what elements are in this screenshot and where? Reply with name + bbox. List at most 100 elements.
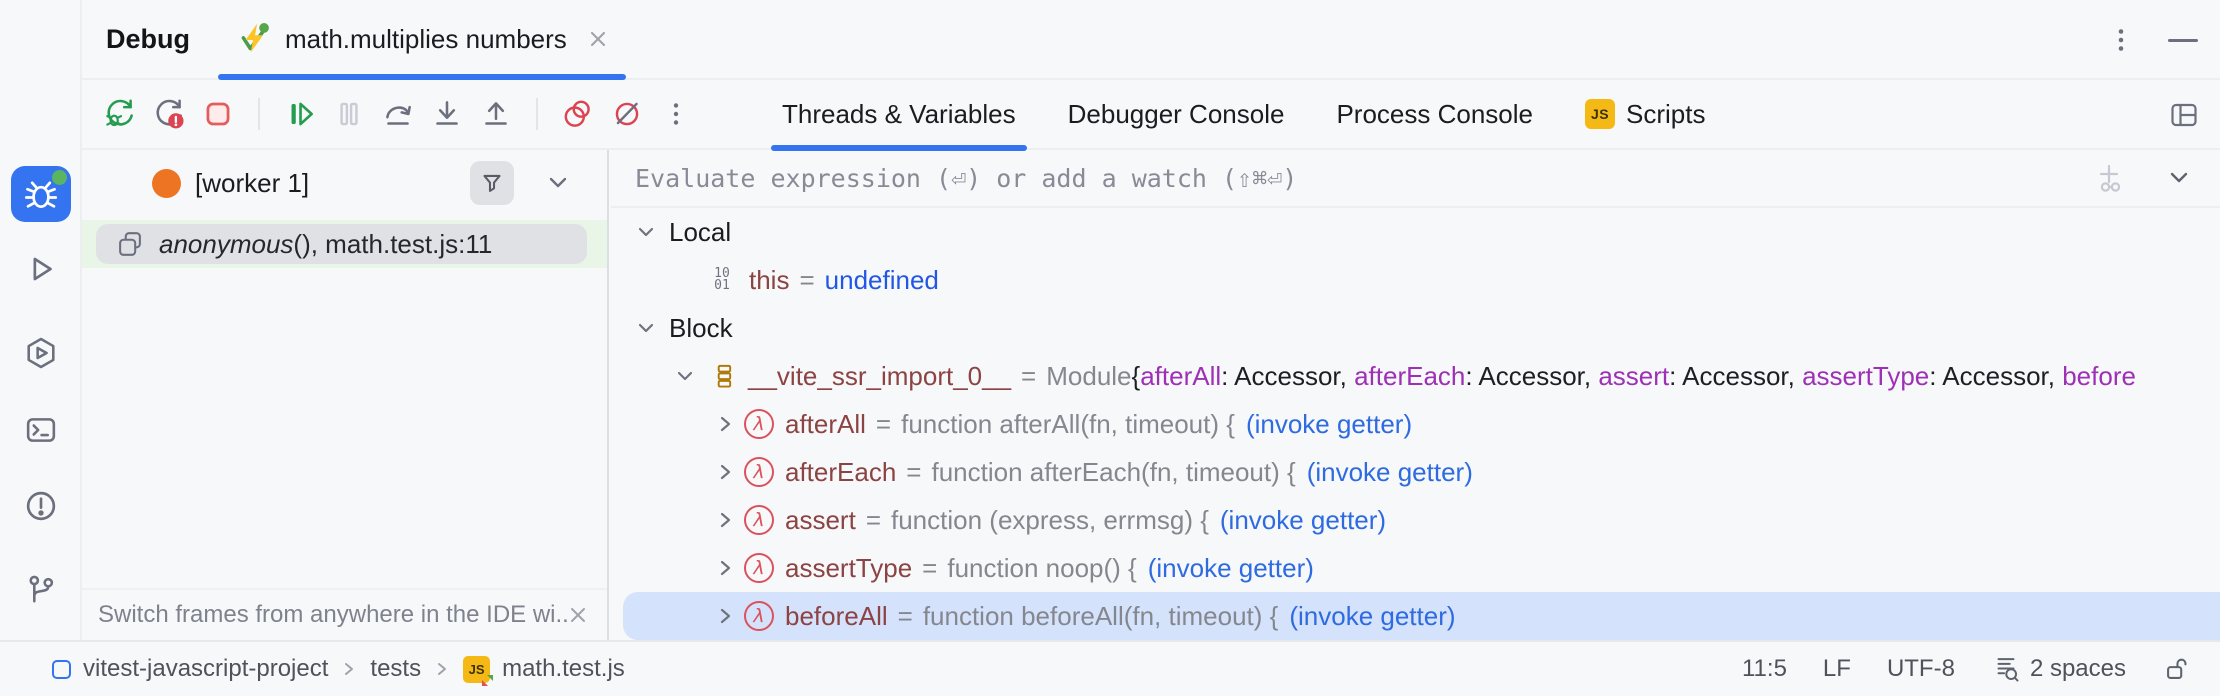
status-bar: vitest-javascript-project tests JS math.…	[0, 640, 2220, 696]
view-breakpoints-button[interactable]	[560, 96, 596, 132]
layout-settings-icon[interactable]	[2166, 97, 2202, 133]
expand-chevron-icon[interactable]	[714, 605, 736, 627]
more-debug-options-icon[interactable]	[658, 96, 694, 132]
invoke-getter-link[interactable]: (invoke getter)	[1219, 504, 1387, 535]
run-icon	[22, 250, 60, 288]
more-options-icon[interactable]	[2104, 23, 2138, 57]
caret-position-widget[interactable]: 11:5	[1741, 655, 1787, 682]
frame-location: (), math.test.js:11	[293, 228, 493, 259]
breadcrumb-label: tests	[370, 655, 422, 682]
line-separator-widget[interactable]: LF	[1822, 655, 1851, 682]
sidebar-item-debug[interactable]	[11, 166, 71, 222]
module-entry-key: before	[2062, 360, 2136, 391]
debugger-content: [worker 1]	[82, 150, 2220, 640]
brace: {	[1131, 360, 1141, 391]
sidebar-item-problems[interactable]	[0, 487, 82, 525]
variable-value: function noop() {	[947, 552, 1137, 583]
variable-value: function afterAll(fn, timeout) {	[901, 408, 1235, 439]
variable-row-module[interactable]: __vite_ssr_import_0__ = Module { afterAl…	[611, 352, 2220, 400]
tool-window-bar	[0, 0, 82, 640]
lock-open-icon[interactable]	[2162, 654, 2192, 684]
tab-scripts[interactable]: JS Scripts	[1576, 79, 1714, 149]
sidebar-item-terminal[interactable]	[0, 411, 82, 449]
module-entry-type: : Accessor,	[1929, 360, 2063, 391]
variable-name: __vite_ssr_import_0__	[748, 360, 1012, 391]
collapse-chevron-icon[interactable]	[635, 221, 657, 243]
invoke-getter-link[interactable]: (invoke getter)	[1306, 456, 1473, 487]
sidebar-item-run[interactable]	[0, 250, 82, 288]
expand-chevron-icon[interactable]	[714, 413, 736, 435]
breadcrumb-file[interactable]: JS math.test.js	[463, 655, 625, 686]
hide-tool-window-icon[interactable]	[2168, 38, 2198, 42]
stack-frame-row[interactable]: anonymous(), math.test.js:11	[82, 220, 607, 268]
stack-frame-icon	[114, 228, 146, 260]
invoke-getter-link[interactable]: (invoke getter)	[1147, 552, 1314, 583]
function-icon: λ	[744, 601, 774, 631]
function-icon: λ	[744, 409, 774, 439]
collapse-chevron-icon[interactable]	[635, 317, 657, 339]
tab-process-console[interactable]: Process Console	[1327, 79, 1542, 149]
module-preview: afterAll: Accessor, afterEach: Accessor,…	[1140, 361, 2136, 392]
expand-evaluate-chevron-icon[interactable]	[2166, 169, 2192, 187]
variables-panel: Evaluate expression (⏎) or add a watch (…	[611, 150, 2220, 640]
scope-group-local[interactable]: Local	[611, 208, 2220, 256]
rerun-failed-tests-button[interactable]	[151, 96, 187, 132]
step-over-button[interactable]	[380, 96, 416, 132]
frames-panel: [worker 1]	[82, 150, 609, 640]
equals: =	[906, 456, 922, 487]
breadcrumb-tests[interactable]: tests	[370, 655, 421, 683]
stack-frame-selection: anonymous(), math.test.js:11	[96, 224, 587, 264]
scope-group-block[interactable]: Block	[611, 304, 2220, 352]
sidebar-item-services[interactable]	[0, 334, 82, 372]
encoding-widget[interactable]: UTF-8	[1886, 655, 1955, 682]
indent-widget[interactable]: 2 spaces	[1991, 654, 2126, 684]
collapse-chevron-icon[interactable]	[674, 365, 696, 387]
equals: =	[875, 408, 892, 439]
function-icon: λ	[744, 457, 774, 487]
debug-session-tab[interactable]: math.multiplies numbers	[212, 0, 632, 80]
rerun-debugger-button[interactable]	[102, 96, 138, 132]
module-entry-type: : Accessor,	[1221, 360, 1355, 391]
step-into-button[interactable]	[429, 96, 465, 132]
debugger-view-tabs: Threads & Variables Debugger Console Pro…	[756, 79, 1731, 151]
thread-selector-chevron-icon[interactable]	[546, 175, 570, 191]
breadcrumb-label: math.test.js	[502, 655, 625, 682]
close-icon[interactable]	[567, 604, 589, 626]
breadcrumb: vitest-javascript-project tests JS math.…	[52, 655, 625, 686]
expand-chevron-icon[interactable]	[714, 509, 736, 531]
hide-frames-filter-button[interactable]	[470, 161, 514, 205]
resume-button[interactable]	[282, 96, 318, 132]
module-entry-key: afterAll	[1140, 360, 1222, 391]
debug-action-icons	[102, 96, 694, 132]
sidebar-item-version-control[interactable]	[0, 571, 82, 609]
invoke-getter-link[interactable]: (invoke getter)	[1289, 600, 1456, 631]
evaluate-actions	[2096, 162, 2192, 194]
tab-label: Threads & Variables	[782, 98, 1016, 129]
tab-threads-variables[interactable]: Threads & Variables	[771, 79, 1027, 151]
stop-button[interactable]	[200, 96, 236, 132]
breadcrumb-project[interactable]: vitest-javascript-project	[52, 655, 328, 683]
step-out-button[interactable]	[478, 96, 514, 132]
expand-chevron-icon[interactable]	[714, 461, 736, 483]
chevron-right-icon	[435, 660, 449, 678]
evaluate-expression-input[interactable]: Evaluate expression (⏎) or add a watch (…	[611, 150, 2220, 208]
function-icon: λ	[744, 553, 774, 583]
expand-chevron-icon[interactable]	[714, 557, 736, 579]
invoke-getter-link[interactable]: (invoke getter)	[1245, 408, 1413, 439]
tab-debugger-console[interactable]: Debugger Console	[1059, 79, 1294, 149]
thread-selector-label[interactable]: [worker 1]	[195, 168, 310, 198]
js-badge-label: JS	[468, 661, 485, 677]
variable-value: function (express, errmsg) {	[891, 504, 1209, 535]
add-watch-icon[interactable]	[2096, 162, 2128, 194]
pause-button[interactable]	[331, 96, 367, 132]
close-icon[interactable]	[588, 29, 608, 49]
status-widgets: 11:5 LF UTF-8 2 spaces	[1742, 654, 2192, 684]
mute-breakpoints-button[interactable]	[609, 96, 645, 132]
